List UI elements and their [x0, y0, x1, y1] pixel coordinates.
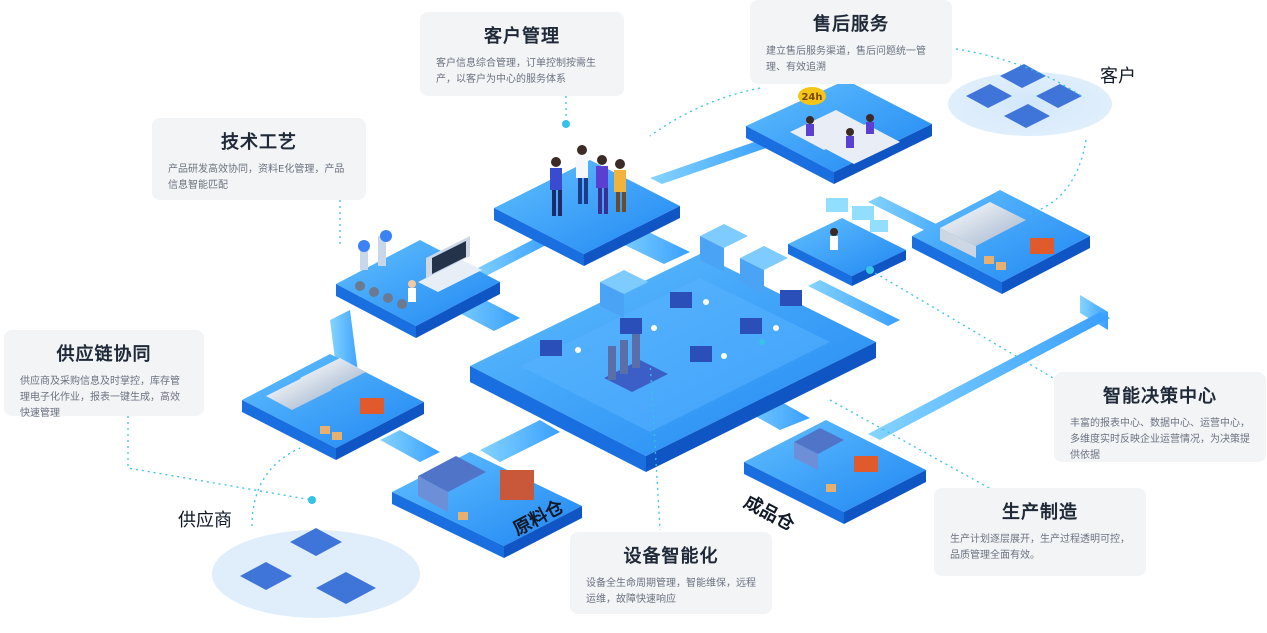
card-title: 生产制造: [1002, 502, 1078, 523]
equipment-card: 设备智能化 设备全生命周期管理，智能维保，远程运维，故障快速响应: [570, 532, 772, 614]
card-description: 供应商及采购信息及时掌控，库存管理电子化作业，报表一键生成，高效快速管理: [20, 376, 180, 419]
card-description: 客户信息综合管理，订单控制按需生产，以客户为中心的服务体系: [436, 58, 596, 85]
central-factory-platform: [470, 224, 876, 472]
card-description: 设备全生命周期管理，智能维保，远程运维，故障快速响应: [586, 578, 756, 605]
tech-process-card: 技术工艺 产品研发高效协同，资料E化管理，产品信息智能匹配: [152, 118, 366, 200]
decision-center-card: 智能决策中心 丰富的报表中心、数据中心、运营中心，多维度实时反映企业运营情况，为…: [1054, 372, 1266, 462]
card-title: 设备智能化: [623, 546, 719, 567]
supply-platform: [242, 354, 424, 460]
finished-warehouse-platform: [744, 420, 926, 524]
supplier-cluster: [212, 528, 420, 618]
card-title: 售后服务: [813, 14, 889, 35]
customer-platform: [494, 145, 680, 266]
card-description: 丰富的报表中心、数据中心、运营中心，多维度实时反映企业运营情况，为决策提供依据: [1070, 418, 1250, 461]
customer-management-card: 客户管理 客户信息综合管理，订单控制按需生产，以客户为中心的服务体系: [420, 12, 624, 96]
card-title: 智能决策中心: [1103, 386, 1217, 407]
connector-lines: [127, 47, 1087, 531]
after-sales-platform: 24h: [746, 80, 932, 184]
card-title: 技术工艺: [221, 132, 297, 153]
card-description: 建立售后服务渠道，售后问题统一管理、有效追溯: [766, 46, 926, 73]
customer-label: 客户: [1100, 66, 1136, 87]
decision-platform: [788, 198, 906, 286]
connector-dots: [308, 120, 874, 504]
customer-cluster: [946, 64, 1114, 138]
after-sales-card: 售后服务 建立售后服务渠道，售后问题统一管理、有效追溯: [750, 0, 952, 84]
card-title: 供应链协同: [56, 344, 152, 365]
raw-warehouse-platform: [392, 452, 582, 558]
logistics-platform: [912, 190, 1090, 294]
production-card: 生产制造 生产计划逐层展开，生产过程透明可控，品质管理全面有效。: [934, 488, 1146, 576]
supplier-label: 供应商: [178, 510, 232, 531]
service-24h-badge: 24h: [801, 92, 822, 103]
card-description: 产品研发高效协同，资料E化管理，产品信息智能匹配: [168, 164, 345, 191]
card-title: 客户管理: [484, 26, 560, 47]
tech-platform: [336, 230, 500, 338]
card-description: 生产计划逐层展开，生产过程透明可控，品质管理全面有效。: [950, 534, 1130, 561]
supply-chain-card: 供应链协同 供应商及采购信息及时掌控，库存管理电子化作业，报表一键生成，高效快速…: [4, 330, 204, 419]
